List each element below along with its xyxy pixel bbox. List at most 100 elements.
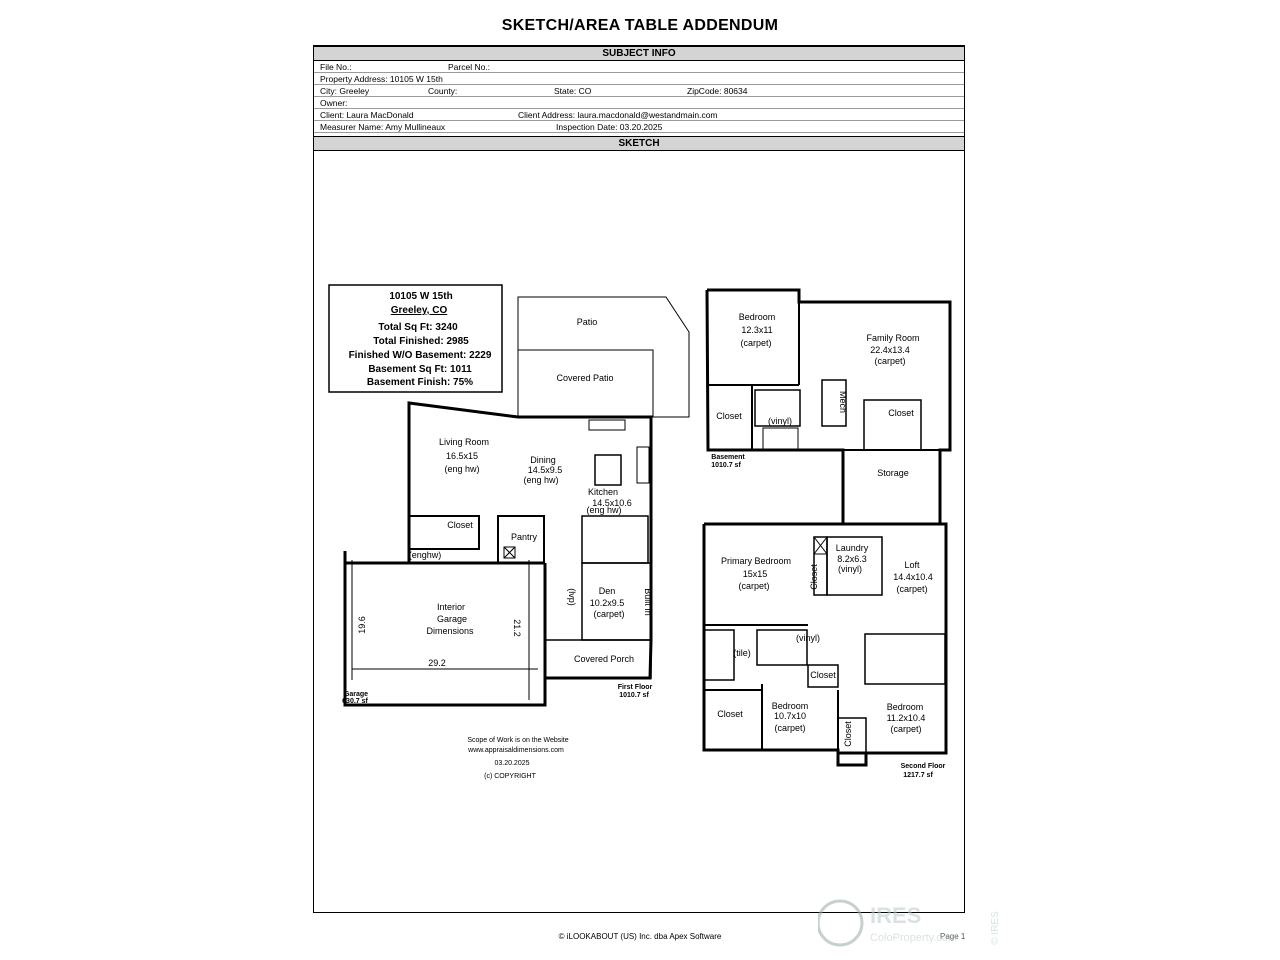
watermark-vertical: © IRES (990, 911, 1001, 945)
laundry-closet-label: Closet (809, 564, 819, 590)
summary-basement-finish: Basement Finish: 75% (367, 377, 473, 388)
watermark-brand: IRES (870, 903, 921, 928)
laundry-size: 8.2x6.3 (837, 554, 867, 564)
garage-right-dim: 21.2 (512, 619, 522, 637)
closet-c-label: Closet (843, 721, 853, 747)
second-vinyl-label: (vinyl) (796, 633, 820, 643)
primary-bath-tub (703, 629, 735, 681)
inspection-date: Inspection Date: 03.20.2025 (556, 122, 663, 132)
closet-small (807, 664, 839, 688)
den-floor: (carpet) (593, 609, 624, 619)
addendum-frame: SUBJECT INFO File No.: Parcel No.: Prope… (313, 45, 965, 913)
bedroom-a-floor: (carpet) (774, 723, 805, 733)
kitchen-size: 14.5x10.6 (592, 498, 632, 508)
document-title: SKETCH/AREA TABLE ADDENDUM (501, 17, 779, 34)
bedroom-b-size: 11.2x10.4 (887, 713, 926, 723)
state: State: CO (554, 86, 592, 96)
laundry-floor: (vinyl) (838, 564, 862, 574)
zipcode: ZipCode: 80634 (687, 86, 748, 96)
basement-closet-2-label: Closet (888, 408, 914, 418)
info-row-city: City: Greeley County: State: CO ZipCode:… (314, 85, 964, 97)
ires-watermark: IRES ColoProperty.com © IRES (818, 899, 1001, 947)
second-floor-caption: Second Floor (901, 763, 946, 770)
basement-closet-label: Closet (716, 411, 742, 421)
parcel-no: Parcel No.: (448, 62, 491, 72)
patio-label: Patio (577, 317, 598, 327)
summary-finished-wo-basement: Finished W/O Basement: 2229 (349, 350, 492, 361)
watermark-site: ColoProperty.com (870, 932, 957, 944)
second-floor-area: 1217.7 sf (903, 772, 933, 779)
scope-note: Scope of Work is on the Website (467, 737, 568, 744)
client: Client: Laura MacDonald (320, 110, 414, 120)
kitchen-stove (636, 446, 650, 484)
basement-bath (754, 389, 801, 427)
enghw-label: (enghw) (409, 550, 442, 560)
garage-label-1: Interior (437, 602, 465, 612)
sketch-header: SKETCH (314, 136, 964, 151)
family-room-label: Family Room (866, 333, 919, 343)
closet-label-first: Closet (447, 520, 473, 530)
basement-area: 1010.7 sf (711, 462, 741, 469)
stair-block (581, 515, 649, 564)
garage-label-2: Garage (437, 614, 467, 624)
date-note: 03.20.2025 (494, 760, 529, 767)
footer-credit: © iLOOKABOUT (US) Inc. dba Apex Software (558, 932, 722, 941)
closet-vertical (837, 717, 867, 754)
patio-outline (517, 296, 690, 418)
first-floor-plan (343, 296, 690, 707)
summary-basement-sqft: Basement Sq Ft: 1011 (368, 364, 472, 375)
storage-label: Storage (877, 468, 909, 478)
dining-floor: (eng hw) (523, 475, 558, 485)
subject-info-header: SUBJECT INFO (314, 46, 964, 61)
bedroom-b-label: Bedroom (887, 702, 924, 712)
pantry-label: Pantry (511, 532, 538, 542)
info-row-file: File No.: Parcel No.: (314, 61, 964, 73)
second-floor-walls (702, 522, 948, 767)
family-room-floor: (carpet) (874, 356, 905, 366)
basement-shower (762, 427, 799, 451)
basement-plan (705, 288, 952, 526)
family-room-size: 22.4x13.4 (870, 345, 910, 355)
info-row-client: Client: Laura MacDonald Client Address: … (314, 109, 964, 121)
lvp-label: (lvp) (567, 588, 577, 606)
basement-bedroom-label: Bedroom (739, 312, 776, 322)
mech-room (821, 379, 847, 427)
tile-label: (tile) (733, 648, 751, 658)
copyright-note: (c) COPYRIGHT (484, 773, 536, 780)
covered-porch-label: Covered Porch (574, 654, 634, 664)
summary-total-finished: Total Finished: 2985 (373, 336, 469, 347)
den-label: Den (599, 586, 616, 596)
kitchen-floor: (eng hw) (586, 505, 621, 515)
pantry-box (497, 515, 545, 564)
basement-bedroom-size: 12.3x11 (741, 325, 772, 335)
second-floor-plan (702, 522, 948, 767)
garage-caption: Garage (344, 691, 368, 698)
owner: Owner: (320, 98, 348, 108)
basement-vinyl-label: (vinyl) (768, 416, 792, 426)
garage-label-3: Dimensions (426, 626, 474, 636)
built-in-label: Built In (643, 588, 653, 616)
summary-address: 10105 W 15th (389, 291, 452, 302)
second-floor-stairs (864, 633, 946, 685)
bedroom-a-label: Bedroom (772, 701, 809, 711)
basement-caption: Basement (711, 454, 745, 461)
den-size: 10.2x9.5 (590, 598, 625, 608)
primary-bedroom-label: Primary Bedroom (721, 556, 791, 566)
pantry-box-mark (503, 546, 516, 559)
info-row-measurer: Measurer Name: Amy Mullineaux Inspection… (314, 121, 964, 133)
county: County: (428, 86, 458, 96)
primary-bedroom-floor: (carpet) (738, 581, 769, 591)
dining-size: 14.5x9.5 (528, 465, 563, 475)
client-address: Client Address: laura.macdonald@westandm… (518, 110, 718, 120)
kitchen-label: Kitchen (588, 487, 618, 497)
loft-label: Loft (904, 560, 920, 570)
laundry-label: Laundry (836, 543, 869, 553)
living-room-floor: (eng hw) (444, 464, 479, 474)
garage-area: 630.7 sf (342, 698, 368, 705)
covered-patio-label: Covered Patio (556, 373, 613, 383)
living-room-size: 16.5x15 (446, 451, 478, 461)
measurer: Measurer Name: Amy Mullineaux (320, 122, 446, 132)
laundry-room (826, 536, 883, 596)
page-number: Page 1 (940, 932, 966, 941)
